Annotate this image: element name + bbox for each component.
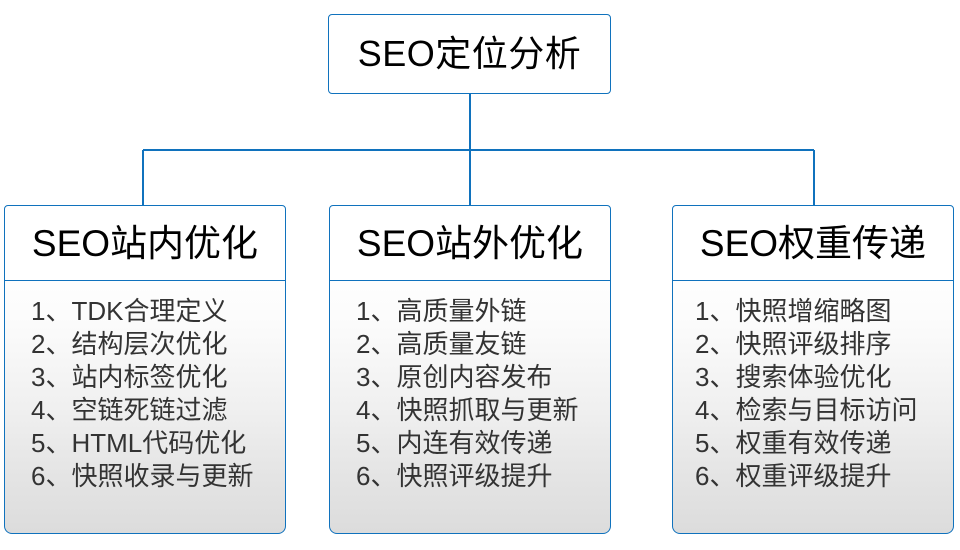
list-item: 6、权重评级提升 (695, 461, 892, 491)
branch-item-list-3: 1、快照增缩略图 2、快照评级排序 3、搜索体验优化 4、检索与目标访问 5、权… (673, 295, 953, 493)
branch-header-1[interactable]: SEO站内优化 (4, 205, 286, 281)
list-item: 2、快照评级排序 (695, 329, 892, 359)
branch-body-3: 1、快照增缩略图 2、快照评级排序 3、搜索体验优化 4、检索与目标访问 5、权… (672, 281, 954, 534)
list-item: 5、HTML代码优化 (31, 428, 247, 458)
branch-item-list-1: 1、TDK合理定义 2、结构层次优化 3、站内标签优化 4、空链死链过滤 5、H… (5, 295, 285, 493)
list-item: 4、检索与目标访问 (695, 395, 918, 425)
list-item: 6、快照评级提升 (356, 461, 553, 491)
branch-body-1: 1、TDK合理定义 2、结构层次优化 3、站内标签优化 4、空链死链过滤 5、H… (4, 281, 286, 534)
list-item: 5、内连有效传递 (356, 428, 553, 458)
branch-column-1[interactable]: SEO站内优化 1、TDK合理定义 2、结构层次优化 3、站内标签优化 4、空链… (4, 205, 286, 534)
branch-item-list-2: 1、高质量外链 2、高质量友链 3、原创内容发布 4、快照抓取与更新 5、内连有… (330, 295, 610, 493)
list-item: 6、快照收录与更新 (31, 461, 254, 491)
branch-body-2: 1、高质量外链 2、高质量友链 3、原创内容发布 4、快照抓取与更新 5、内连有… (329, 281, 611, 534)
branch-header-2[interactable]: SEO站外优化 (329, 205, 611, 281)
list-item: 2、结构层次优化 (31, 329, 228, 359)
list-item: 5、权重有效传递 (695, 428, 892, 458)
list-item: 4、快照抓取与更新 (356, 395, 579, 425)
list-item: 1、高质量外链 (356, 296, 527, 326)
branch-title-1: SEO站内优化 (31, 222, 259, 264)
root-node[interactable]: SEO定位分析 (328, 14, 611, 94)
list-item: 3、站内标签优化 (31, 362, 228, 392)
branch-column-2[interactable]: SEO站外优化 1、高质量外链 2、高质量友链 3、原创内容发布 4、快照抓取与… (329, 205, 611, 534)
branch-title-3: SEO权重传递 (699, 222, 927, 264)
list-item: 4、空链死链过滤 (31, 395, 228, 425)
list-item: 1、快照增缩略图 (695, 296, 892, 326)
branch-header-3[interactable]: SEO权重传递 (672, 205, 954, 281)
list-item: 1、TDK合理定义 (31, 296, 228, 326)
branch-column-3[interactable]: SEO权重传递 1、快照增缩略图 2、快照评级排序 3、搜索体验优化 4、检索与… (672, 205, 954, 534)
list-item: 2、高质量友链 (356, 329, 527, 359)
branch-title-2: SEO站外优化 (356, 222, 584, 264)
list-item: 3、原创内容发布 (356, 362, 553, 392)
root-node-title: SEO定位分析 (357, 33, 582, 74)
list-item: 3、搜索体验优化 (695, 362, 892, 392)
